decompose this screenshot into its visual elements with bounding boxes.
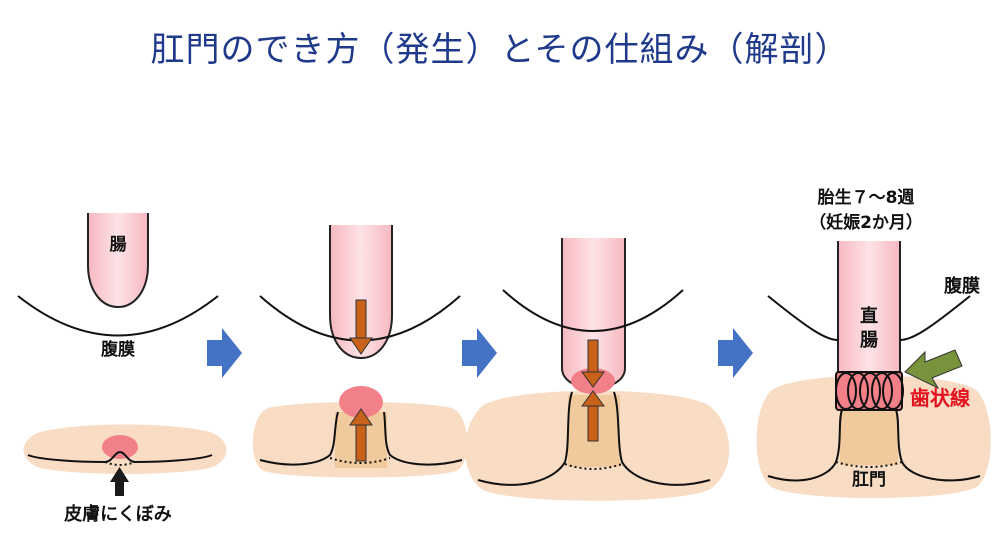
- dentate-line-coils: [835, 371, 904, 411]
- skin-fold-right-2: [383, 411, 463, 466]
- stage-3: [465, 230, 730, 501]
- skin-fold-right-4: [895, 409, 981, 482]
- skin-fold-right-3: [613, 391, 711, 486]
- skin-dotted-1: [104, 461, 136, 466]
- next-stage-arrow-icon-3: [718, 328, 753, 378]
- intestine-tube-2: [329, 221, 393, 360]
- anus-label: 肛門: [852, 470, 886, 490]
- pregnancy-period-label: （妊娠2か月）: [809, 212, 923, 233]
- peritoneum-curve-1: [17, 295, 219, 337]
- red-spot-2: [339, 386, 383, 418]
- peritoneum-label-1: 腹膜: [101, 339, 135, 360]
- peritoneum-curve-3: [502, 289, 684, 332]
- stage-4: 胎生７～8週 （妊娠2か月） 腹膜 直 腸 歯状線 肛門: [756, 187, 991, 498]
- fetal-period-label: 胎生７～8週: [818, 187, 915, 208]
- stage-1: 腸 腹膜 皮膚にくぼみ: [17, 205, 227, 525]
- page-title: 肛門のでき方（発生）とその仕組み（解剖）: [150, 30, 850, 70]
- up-arrow-icon-3: [581, 390, 605, 442]
- up-arrow-icon: [110, 467, 129, 496]
- dentate-line-label: 歯状線: [910, 386, 970, 410]
- anal-canal-4: [840, 410, 898, 465]
- rectum-tube: [837, 237, 901, 379]
- down-arrow-icon: [349, 299, 373, 355]
- next-stage-arrow-icon-2: [462, 328, 497, 378]
- skin-dotted-4: [835, 461, 903, 468]
- skin-dimple-label: 皮膚にくぼみ: [64, 503, 172, 525]
- stage-2: [252, 217, 468, 478]
- peritoneum-label-4: 腹膜: [944, 275, 980, 297]
- dentate-pointer-arrow-icon: [904, 349, 963, 390]
- rectum-label-2: 腸: [860, 330, 878, 351]
- rectum-label-1: 直: [860, 305, 878, 327]
- up-arrow-icon-2: [349, 408, 373, 462]
- intestine-tube-1: [87, 209, 149, 309]
- skin-fold-left-2: [259, 411, 339, 466]
- skin-fold-left-3: [477, 391, 573, 486]
- skin-fold-left-4: [767, 409, 843, 482]
- down-arrow-icon-3: [581, 339, 605, 388]
- intestine-label-1: 腸: [110, 235, 127, 255]
- skin-dotted-2: [329, 457, 391, 464]
- red-spot-1: [102, 435, 138, 459]
- next-stage-arrow-icon: [207, 328, 242, 378]
- peritoneum-curve-4: [767, 295, 971, 341]
- skin-line-1: [27, 450, 213, 464]
